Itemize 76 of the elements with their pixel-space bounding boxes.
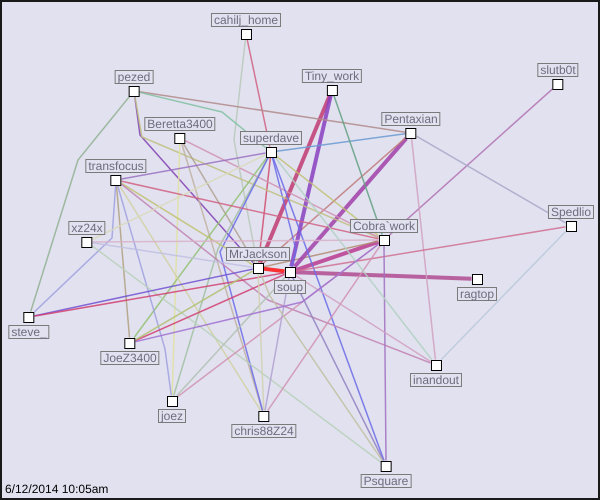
connection-line: [92, 246, 381, 462]
connection-line: [134, 157, 268, 338]
connection-line: [171, 143, 181, 396]
node-label: Pentaxian: [381, 112, 441, 126]
connection-line: [180, 143, 264, 411]
connection-line: [116, 185, 130, 338]
node-label: chris88Z24: [231, 424, 297, 438]
connection-line: [116, 185, 172, 396]
connection-line: [121, 184, 431, 364]
node-label: slutb0t: [537, 62, 579, 76]
node-label: pezed: [114, 70, 154, 84]
connection-line: [246, 39, 271, 147]
node-label: MrJackson: [226, 246, 290, 260]
connection-line: [389, 88, 553, 236]
timestamp: 6/12/2014 10:05am: [5, 482, 108, 497]
node-label: transfocus: [85, 158, 147, 172]
connection-line: [34, 272, 285, 317]
connection-line: [264, 277, 290, 411]
connection-line: [272, 157, 385, 461]
connection-line: [410, 138, 436, 360]
node-label: xz24x: [68, 220, 106, 234]
connection-line: [118, 185, 262, 411]
connection-line: [295, 274, 431, 362]
connection-line: [416, 136, 566, 224]
connection-line: [274, 157, 432, 360]
connection-line: [295, 226, 566, 272]
connection-line: [292, 277, 384, 461]
connection-line: [34, 185, 116, 312]
connection-line: [135, 270, 253, 340]
connection-line: [333, 95, 383, 235]
connection-line: [219, 157, 269, 411]
connection-line: [34, 268, 253, 317]
connection-line: [260, 273, 383, 461]
connection-line: [121, 152, 266, 180]
connection-line: [92, 239, 378, 243]
node-label: ragtop: [456, 286, 498, 300]
connection-line: [92, 154, 266, 240]
connection-line: [276, 132, 406, 152]
node-label: Psquare: [360, 474, 412, 488]
connection-line: [267, 245, 381, 411]
connection-line: [135, 244, 379, 342]
connection-line: [135, 274, 285, 342]
node-label: inandout: [410, 372, 462, 386]
node-label: cahilj_home: [210, 12, 282, 26]
connection-line: [182, 143, 256, 263]
connection-line: [139, 91, 406, 133]
connection-line: [134, 96, 379, 238]
connection-line: [258, 157, 272, 263]
connection-line: [263, 240, 379, 268]
connection-line: [92, 242, 253, 268]
node-label: Spedlio: [548, 204, 594, 218]
connection-line: [257, 273, 265, 411]
node-label: superdave: [240, 130, 302, 144]
connection-line: [185, 140, 379, 238]
connection-line: [289, 95, 333, 267]
connection-line: [272, 157, 297, 267]
connection-line: [293, 137, 408, 268]
node-label: joez: [158, 408, 186, 422]
connection-line: [176, 277, 286, 396]
node-label: steve_: [8, 324, 50, 338]
connection-line: [440, 230, 566, 360]
node-label: Tiny_work: [302, 68, 362, 82]
connection-line: [134, 96, 254, 263]
connection-line: [294, 240, 380, 272]
node-label: Cobra`work: [350, 218, 418, 232]
connection-line: [233, 39, 258, 263]
connection-line: [172, 157, 269, 396]
connection-line: [263, 137, 406, 264]
connection-line: [263, 266, 285, 274]
node-label: JoeZ3400: [100, 350, 160, 364]
node-label: Beretta3400: [144, 116, 216, 130]
connection-line: [30, 96, 130, 312]
connection-line: [121, 180, 379, 240]
connection-line: [383, 246, 387, 460]
node-label: soup: [274, 280, 306, 294]
connection-line: [295, 270, 472, 281]
